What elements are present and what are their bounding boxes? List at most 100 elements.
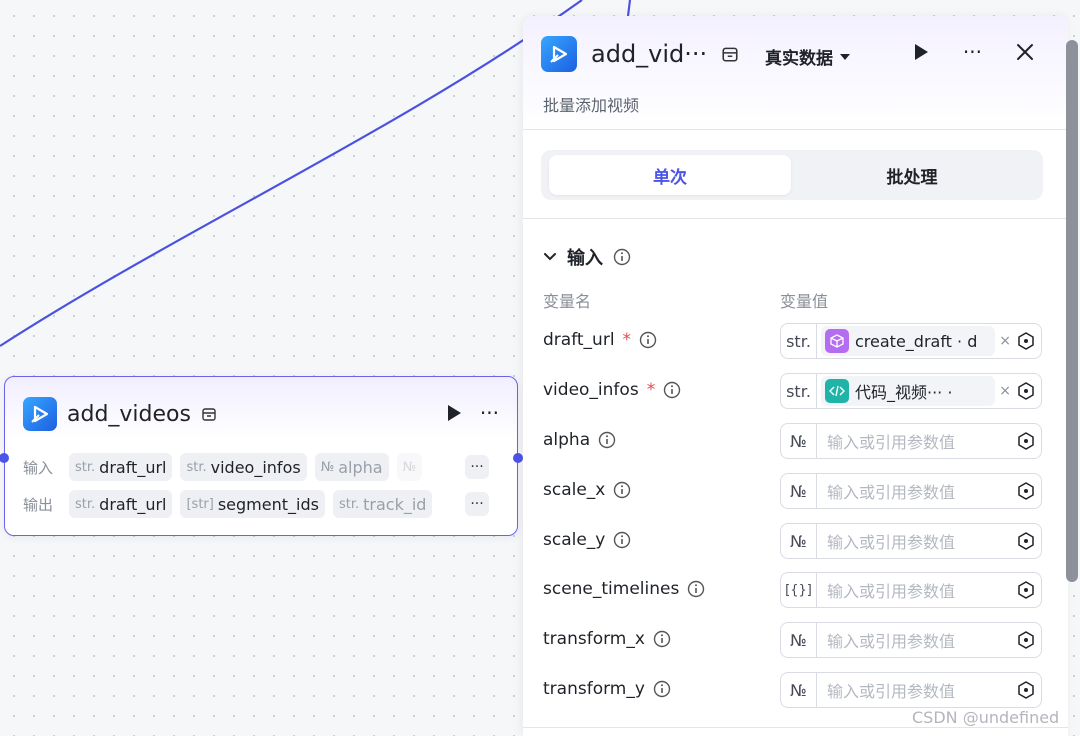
type-badge: № bbox=[781, 623, 817, 657]
output-handle[interactable] bbox=[513, 453, 523, 463]
type-badge: str. bbox=[781, 374, 817, 408]
panel-plugin-logo-icon bbox=[541, 36, 577, 72]
param-name: scene_timelines bbox=[543, 579, 680, 599]
param-input[interactable]: 输入或引用参数值 bbox=[827, 533, 956, 552]
variable-picker-icon[interactable] bbox=[1011, 630, 1041, 650]
param-value-field[interactable]: [{}] 输入或引用参数值 bbox=[780, 572, 1042, 608]
variable-picker-icon[interactable] bbox=[1011, 680, 1041, 700]
panel-scrollbar[interactable] bbox=[1066, 40, 1078, 582]
variable-picker-icon[interactable] bbox=[1011, 580, 1041, 600]
param-name: scale_y bbox=[543, 530, 606, 550]
info-icon[interactable] bbox=[613, 531, 631, 549]
panel-store-icon bbox=[722, 47, 738, 62]
type-badge: № bbox=[781, 524, 817, 558]
param-row-scale-y: scale_y № 输入或引用参数值 bbox=[543, 523, 1043, 559]
param-row-draft-url: draft_url* str. create_draft · d × bbox=[543, 323, 1043, 359]
node-title: add_videos bbox=[67, 401, 191, 427]
info-icon[interactable] bbox=[687, 580, 705, 598]
param-value-field[interactable]: str. 代码_视频··· · × bbox=[780, 373, 1042, 409]
param-input[interactable]: 输入或引用参数值 bbox=[827, 582, 956, 601]
variable-picker-icon[interactable] bbox=[1011, 531, 1041, 551]
tab-single[interactable]: 单次 bbox=[549, 155, 791, 195]
divider bbox=[523, 218, 1068, 219]
param-value-field[interactable]: № 输入或引用参数值 bbox=[780, 672, 1042, 708]
input-section-header[interactable]: 输入 bbox=[543, 244, 631, 270]
clear-icon[interactable]: × bbox=[999, 383, 1011, 399]
node-test-panel: add_vid··· 真实数据 ··· 批量添加视频 单次 批处理 输入 变量名… bbox=[523, 16, 1068, 736]
param-input[interactable]: 输入或引用参数值 bbox=[827, 632, 956, 651]
param-input[interactable]: 输入或引用参数值 bbox=[827, 682, 956, 701]
plugin-logo-icon bbox=[23, 397, 57, 431]
param-name: transform_y bbox=[543, 679, 645, 699]
type-badge: № bbox=[781, 673, 817, 707]
column-header-name: 变量名 bbox=[543, 292, 592, 311]
edge-line-2[interactable] bbox=[626, 0, 632, 17]
info-icon[interactable] bbox=[653, 680, 671, 698]
info-icon[interactable] bbox=[613, 481, 631, 499]
variable-picker-icon[interactable] bbox=[1011, 481, 1041, 501]
outputs-more-button[interactable]: ··· bbox=[465, 492, 489, 516]
reference-tag[interactable]: 代码_视频··· · bbox=[821, 376, 996, 406]
param-value-field[interactable]: № 输入或引用参数值 bbox=[780, 423, 1042, 459]
info-icon[interactable] bbox=[639, 331, 657, 349]
panel-subtitle: 批量添加视频 bbox=[543, 96, 640, 115]
info-icon[interactable] bbox=[613, 248, 631, 266]
divider bbox=[523, 129, 1068, 130]
param-name: scale_x bbox=[543, 480, 606, 500]
param-name: video_infos bbox=[543, 380, 639, 400]
param-name: transform_x bbox=[543, 629, 645, 649]
param-input[interactable]: 输入或引用参数值 bbox=[827, 433, 956, 452]
param-row-transform-x: transform_x № 输入或引用参数值 bbox=[543, 622, 1043, 658]
input-handle[interactable] bbox=[0, 453, 9, 463]
output-chip-segment-ids: [str]segment_ids bbox=[180, 490, 325, 518]
node-output-row: 输出 str.draft_url [str]segment_ids str.tr… bbox=[23, 490, 433, 518]
param-name: alpha bbox=[543, 430, 591, 450]
info-icon[interactable] bbox=[598, 431, 616, 449]
node-more-icon[interactable]: ··· bbox=[479, 401, 499, 425]
required-mark: * bbox=[622, 330, 632, 350]
clear-icon[interactable]: × bbox=[999, 333, 1011, 349]
variable-picker-icon[interactable] bbox=[1011, 381, 1041, 401]
input-chip-video-infos: str.video_infos bbox=[180, 453, 307, 481]
variable-picker-icon[interactable] bbox=[1011, 331, 1041, 351]
data-mode-dropdown[interactable]: 真实数据 bbox=[765, 44, 851, 69]
store-icon bbox=[202, 408, 216, 421]
required-mark: * bbox=[646, 380, 656, 400]
param-row-alpha: alpha № 输入或引用参数值 bbox=[543, 423, 1043, 459]
panel-title: add_vid··· bbox=[591, 40, 708, 68]
run-icon[interactable] bbox=[446, 404, 462, 422]
info-icon[interactable] bbox=[663, 381, 681, 399]
variable-picker-icon[interactable] bbox=[1011, 431, 1041, 451]
caret-down-icon bbox=[840, 53, 850, 60]
type-badge: № bbox=[781, 424, 817, 458]
edge-line-1[interactable] bbox=[0, 0, 583, 347]
param-value-field[interactable]: № 输入或引用参数值 bbox=[780, 622, 1042, 658]
panel-more-icon[interactable]: ··· bbox=[962, 40, 982, 64]
output-chip-track-id: str.track_id bbox=[332, 490, 433, 518]
type-badge: № bbox=[781, 474, 817, 508]
output-chip-draft-url: str.draft_url bbox=[69, 490, 173, 518]
add-videos-node[interactable]: add_videos ··· 输入 str.draft_url str.vide… bbox=[0, 376, 523, 536]
tab-batch[interactable]: 批处理 bbox=[886, 167, 938, 188]
chevron-down-icon[interactable] bbox=[543, 252, 557, 262]
param-value-field[interactable]: str. create_draft · d × bbox=[780, 323, 1042, 359]
type-badge: [{}] bbox=[781, 573, 817, 607]
close-icon[interactable] bbox=[1016, 43, 1034, 61]
input-label: 输入 bbox=[23, 458, 54, 477]
param-value-field[interactable]: № 输入或引用参数值 bbox=[780, 473, 1042, 509]
info-icon[interactable] bbox=[653, 630, 671, 648]
code-icon bbox=[825, 379, 849, 403]
param-input[interactable]: 输入或引用参数值 bbox=[827, 483, 956, 502]
param-row-scene-timelines: scene_timelines [{}] 输入或引用参数值 bbox=[543, 572, 1043, 608]
run-mode-tabs: 单次 批处理 bbox=[541, 150, 1043, 200]
inputs-more-button[interactable]: ··· bbox=[465, 455, 489, 479]
param-value-field[interactable]: № 输入或引用参数值 bbox=[780, 523, 1042, 559]
cube-icon bbox=[825, 329, 849, 353]
panel-run-icon[interactable] bbox=[913, 43, 929, 61]
reference-tag[interactable]: create_draft · d bbox=[821, 326, 996, 356]
input-chip-draft-url: str.draft_url bbox=[69, 453, 173, 481]
